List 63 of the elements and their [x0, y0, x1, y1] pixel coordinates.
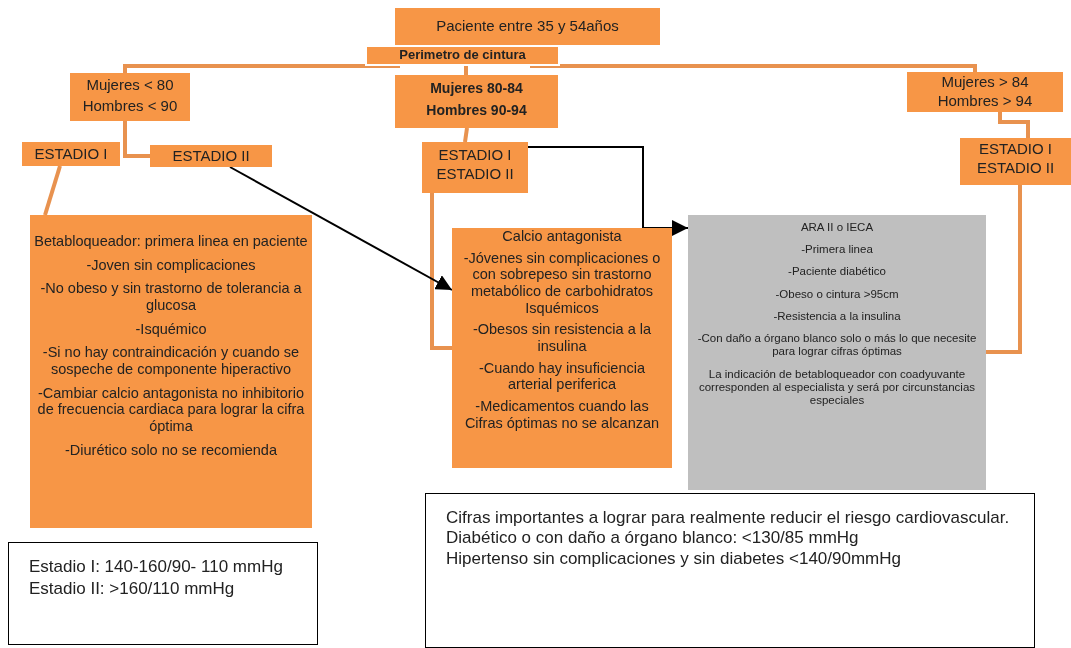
criteria-box [907, 72, 1063, 112]
box-text: Estadio I: 140-160/90- 110 mmHg [29, 557, 283, 578]
stage-box [22, 142, 120, 166]
box-text: Hombres 90-94 [426, 102, 527, 119]
box-text: Perimetro de cintura [399, 48, 526, 63]
box-text: Hombres > 94 [937, 92, 1033, 110]
box-text: -Isquémico [135, 320, 207, 338]
connector-line [530, 64, 977, 72]
top-box [395, 8, 660, 45]
box-text: ESTADIO I [438, 146, 512, 164]
box-text: -Medicamentos cuando las Cifras óptimas no se alcanzan [463, 398, 661, 432]
box-text: -Cuando hay insuficiencia arterial periferica [477, 359, 646, 394]
box-text: -Joven sin complicaciones [86, 256, 256, 274]
criteria-box [395, 75, 558, 128]
box-text: Diabético o con daño a órgano blanco: <130/85 mmHg [446, 528, 859, 549]
box-text: ESTADIO II [436, 165, 514, 183]
connector-line [430, 193, 452, 350]
heading-box [365, 45, 560, 66]
box-text: -Diurético solo no se recomienda [65, 441, 277, 459]
box-text: Paciente entre 35 y 54años [436, 17, 619, 35]
box-text: ESTADIO II [172, 147, 250, 165]
box-text: Calcio antagonista [502, 228, 622, 245]
treatment-box [30, 215, 312, 528]
connector-line [464, 66, 468, 75]
box-text: Hombres < 90 [82, 97, 178, 115]
box-text: -Paciente diabético [788, 265, 886, 279]
box-text: Mujeres < 80 [86, 76, 174, 94]
box-text: -Obeso o cintura >95cm [775, 287, 899, 301]
note-box [425, 493, 1035, 648]
arrow [229, 166, 453, 291]
connector-line [986, 185, 1022, 354]
stage-box [422, 142, 528, 193]
box-text: ARA II o IECA [800, 221, 874, 235]
connector-line [998, 112, 1030, 138]
box-text: -Cambiar calcio antagonista no inhibitorio de frecuencia cardiaca para lograr la cifra óptima [36, 384, 306, 435]
box-text: La indicación de betabloqueador con coadyuvante corresponden al especialista y será por circunstancias especiales [697, 367, 977, 408]
box-text: Mujeres 80-84 [430, 80, 523, 97]
arrow [527, 146, 689, 236]
box-text: Betabloqueador: primera linea en paciente [34, 233, 308, 250]
box-text: Cifras importantes a lograr para realmente reducir el riesgo cardiovascular. [446, 508, 1010, 529]
box-text: Hipertenso sin complicaciones y sin diabetes <140/90mmHg [446, 548, 901, 570]
box-text: Estadio II: >160/110 mmHg [29, 579, 235, 600]
box-text: ESTADIO I [34, 145, 108, 163]
box-text: -No obeso y sin trastorno de tolerancia a glucosa [39, 280, 303, 314]
treatment-box [452, 228, 672, 468]
box-text: -Resistencia a la insulina [773, 309, 901, 324]
connector-line [123, 64, 400, 73]
box-text: -Obesos sin resistencia a la insulina [471, 321, 653, 355]
box-text: -Primera linea [801, 243, 873, 257]
box-text: Mujeres > 84 [941, 73, 1029, 91]
box-text: -Jóvenes sin complicaciones o con sobrepeso sin trastorno metabólico de carbohidratos Isquémicos [462, 249, 662, 317]
box-text: ESTADIO II [976, 159, 1055, 177]
box-text: -Con daño a órgano blanco solo o más lo que necesite para lograr cifras óptimas [696, 332, 978, 359]
treatment-box [688, 215, 986, 490]
stage-box [150, 145, 272, 167]
box-text: -Si no hay contraindicación y cuando se sospeche de componente hiperactivo [41, 344, 301, 378]
connector-line [123, 121, 150, 158]
criteria-box [70, 73, 190, 121]
note-box [8, 542, 318, 645]
connector-line [463, 127, 469, 143]
connector-line [43, 165, 62, 216]
stage-box [960, 138, 1071, 185]
box-text: ESTADIO I [978, 140, 1053, 158]
